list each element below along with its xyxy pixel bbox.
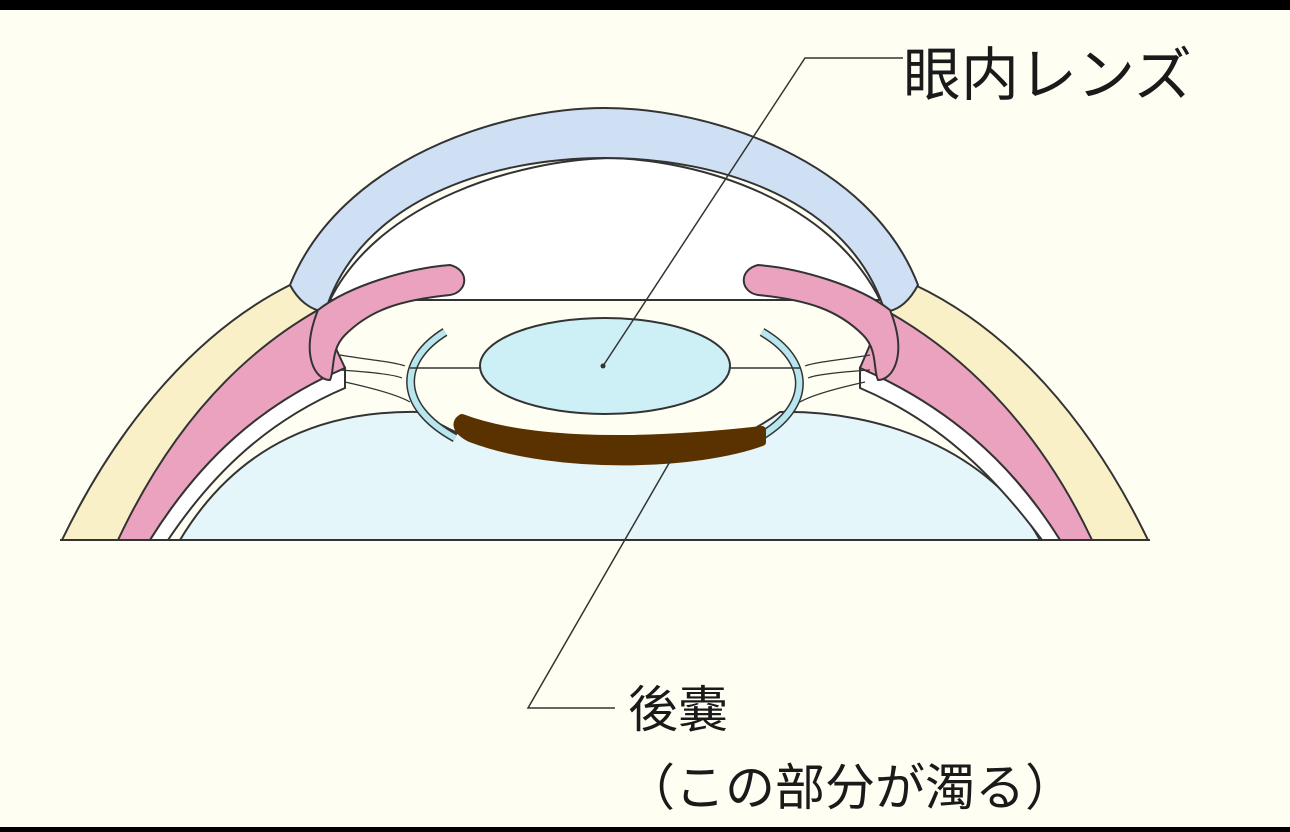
leader-line-iol bbox=[602, 57, 903, 367]
posterior-capsule-opacity bbox=[453, 414, 766, 466]
zonule-fibers bbox=[339, 354, 871, 403]
posterior-capsule-label: 後嚢 bbox=[628, 681, 728, 739]
capsular-bag-left-fill bbox=[407, 329, 457, 441]
capsular-bag-right-fill bbox=[756, 329, 803, 441]
intraocular-lens-label: 眼内レンズ bbox=[903, 41, 1192, 109]
iris-left bbox=[308, 263, 466, 382]
eye-cross-section-diagram bbox=[60, 57, 1150, 709]
leader-line-capsule bbox=[526, 457, 673, 709]
iris-right bbox=[742, 263, 900, 382]
retina-right bbox=[859, 366, 1062, 541]
leader-dot bbox=[600, 363, 606, 369]
opacity-note-label: （この部分が濁る） bbox=[625, 759, 1075, 817]
vitreous-body bbox=[178, 410, 1042, 541]
diagram-canvas: 眼内レンズ 後嚢 （この部分が濁る） bbox=[0, 10, 1290, 827]
retina-left bbox=[148, 366, 346, 541]
